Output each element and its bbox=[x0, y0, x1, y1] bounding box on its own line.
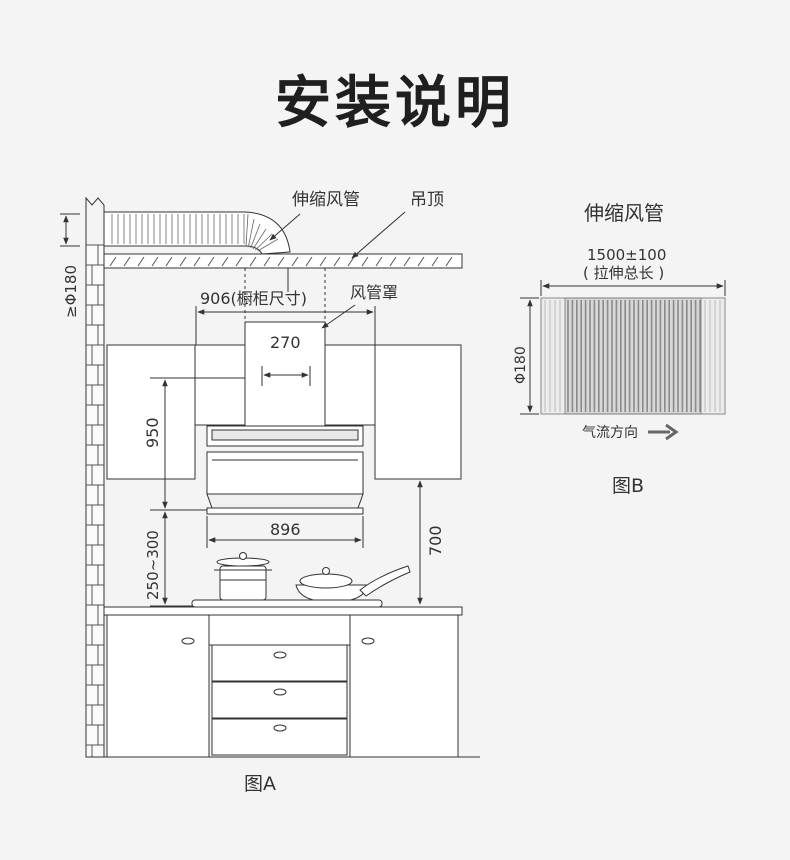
dim-wall-clearance: ≥Φ180 bbox=[62, 265, 80, 318]
dim-hood-to-stove: 250~300 bbox=[144, 530, 162, 600]
flex-duct-b bbox=[540, 297, 726, 415]
dim-hood-width: 896 bbox=[270, 520, 301, 539]
airflow-label: 气流方向 bbox=[582, 425, 638, 441]
page-title: 安装说明 bbox=[275, 71, 515, 136]
brick-wall bbox=[85, 196, 105, 758]
label-ceiling: 吊顶 bbox=[410, 190, 444, 210]
length-note: ( 拉伸总长 ) bbox=[583, 264, 664, 282]
countertop bbox=[103, 606, 463, 616]
figure-b-caption: 图B bbox=[612, 475, 644, 497]
wok bbox=[295, 565, 411, 603]
figure-a: ≥Φ180 906(橱柜尺寸) 270 bbox=[60, 190, 480, 795]
figure-b-title: 伸缩风管 bbox=[584, 201, 664, 225]
lower-cabinets bbox=[86, 614, 480, 758]
dim-cabinet-width: 906(橱柜尺寸) bbox=[200, 289, 307, 308]
length-value: 1500±100 bbox=[587, 246, 666, 264]
duct-diameter: Φ180 bbox=[513, 346, 529, 384]
dim-hood-height: 950 bbox=[143, 417, 162, 448]
airflow-arrow-icon bbox=[648, 423, 679, 441]
label-hood-cover: 风管罩 bbox=[350, 283, 398, 302]
flex-duct bbox=[103, 211, 291, 255]
dim-cover-width: 270 bbox=[270, 333, 301, 352]
dim-counter-height: 700 bbox=[426, 525, 445, 556]
figure-b: 伸缩风管 1500±100 ( 拉伸总长 ) Φ180 气流方向 图B bbox=[513, 201, 726, 497]
cooktop bbox=[191, 599, 383, 608]
range-hood bbox=[206, 425, 364, 515]
figure-a-caption: 图A bbox=[244, 773, 276, 795]
upper-cabinet-right bbox=[374, 344, 462, 480]
pot bbox=[214, 552, 272, 601]
upper-cabinet-left bbox=[106, 344, 196, 480]
ceiling-board bbox=[103, 253, 463, 269]
label-flex-duct: 伸缩风管 bbox=[292, 190, 360, 210]
